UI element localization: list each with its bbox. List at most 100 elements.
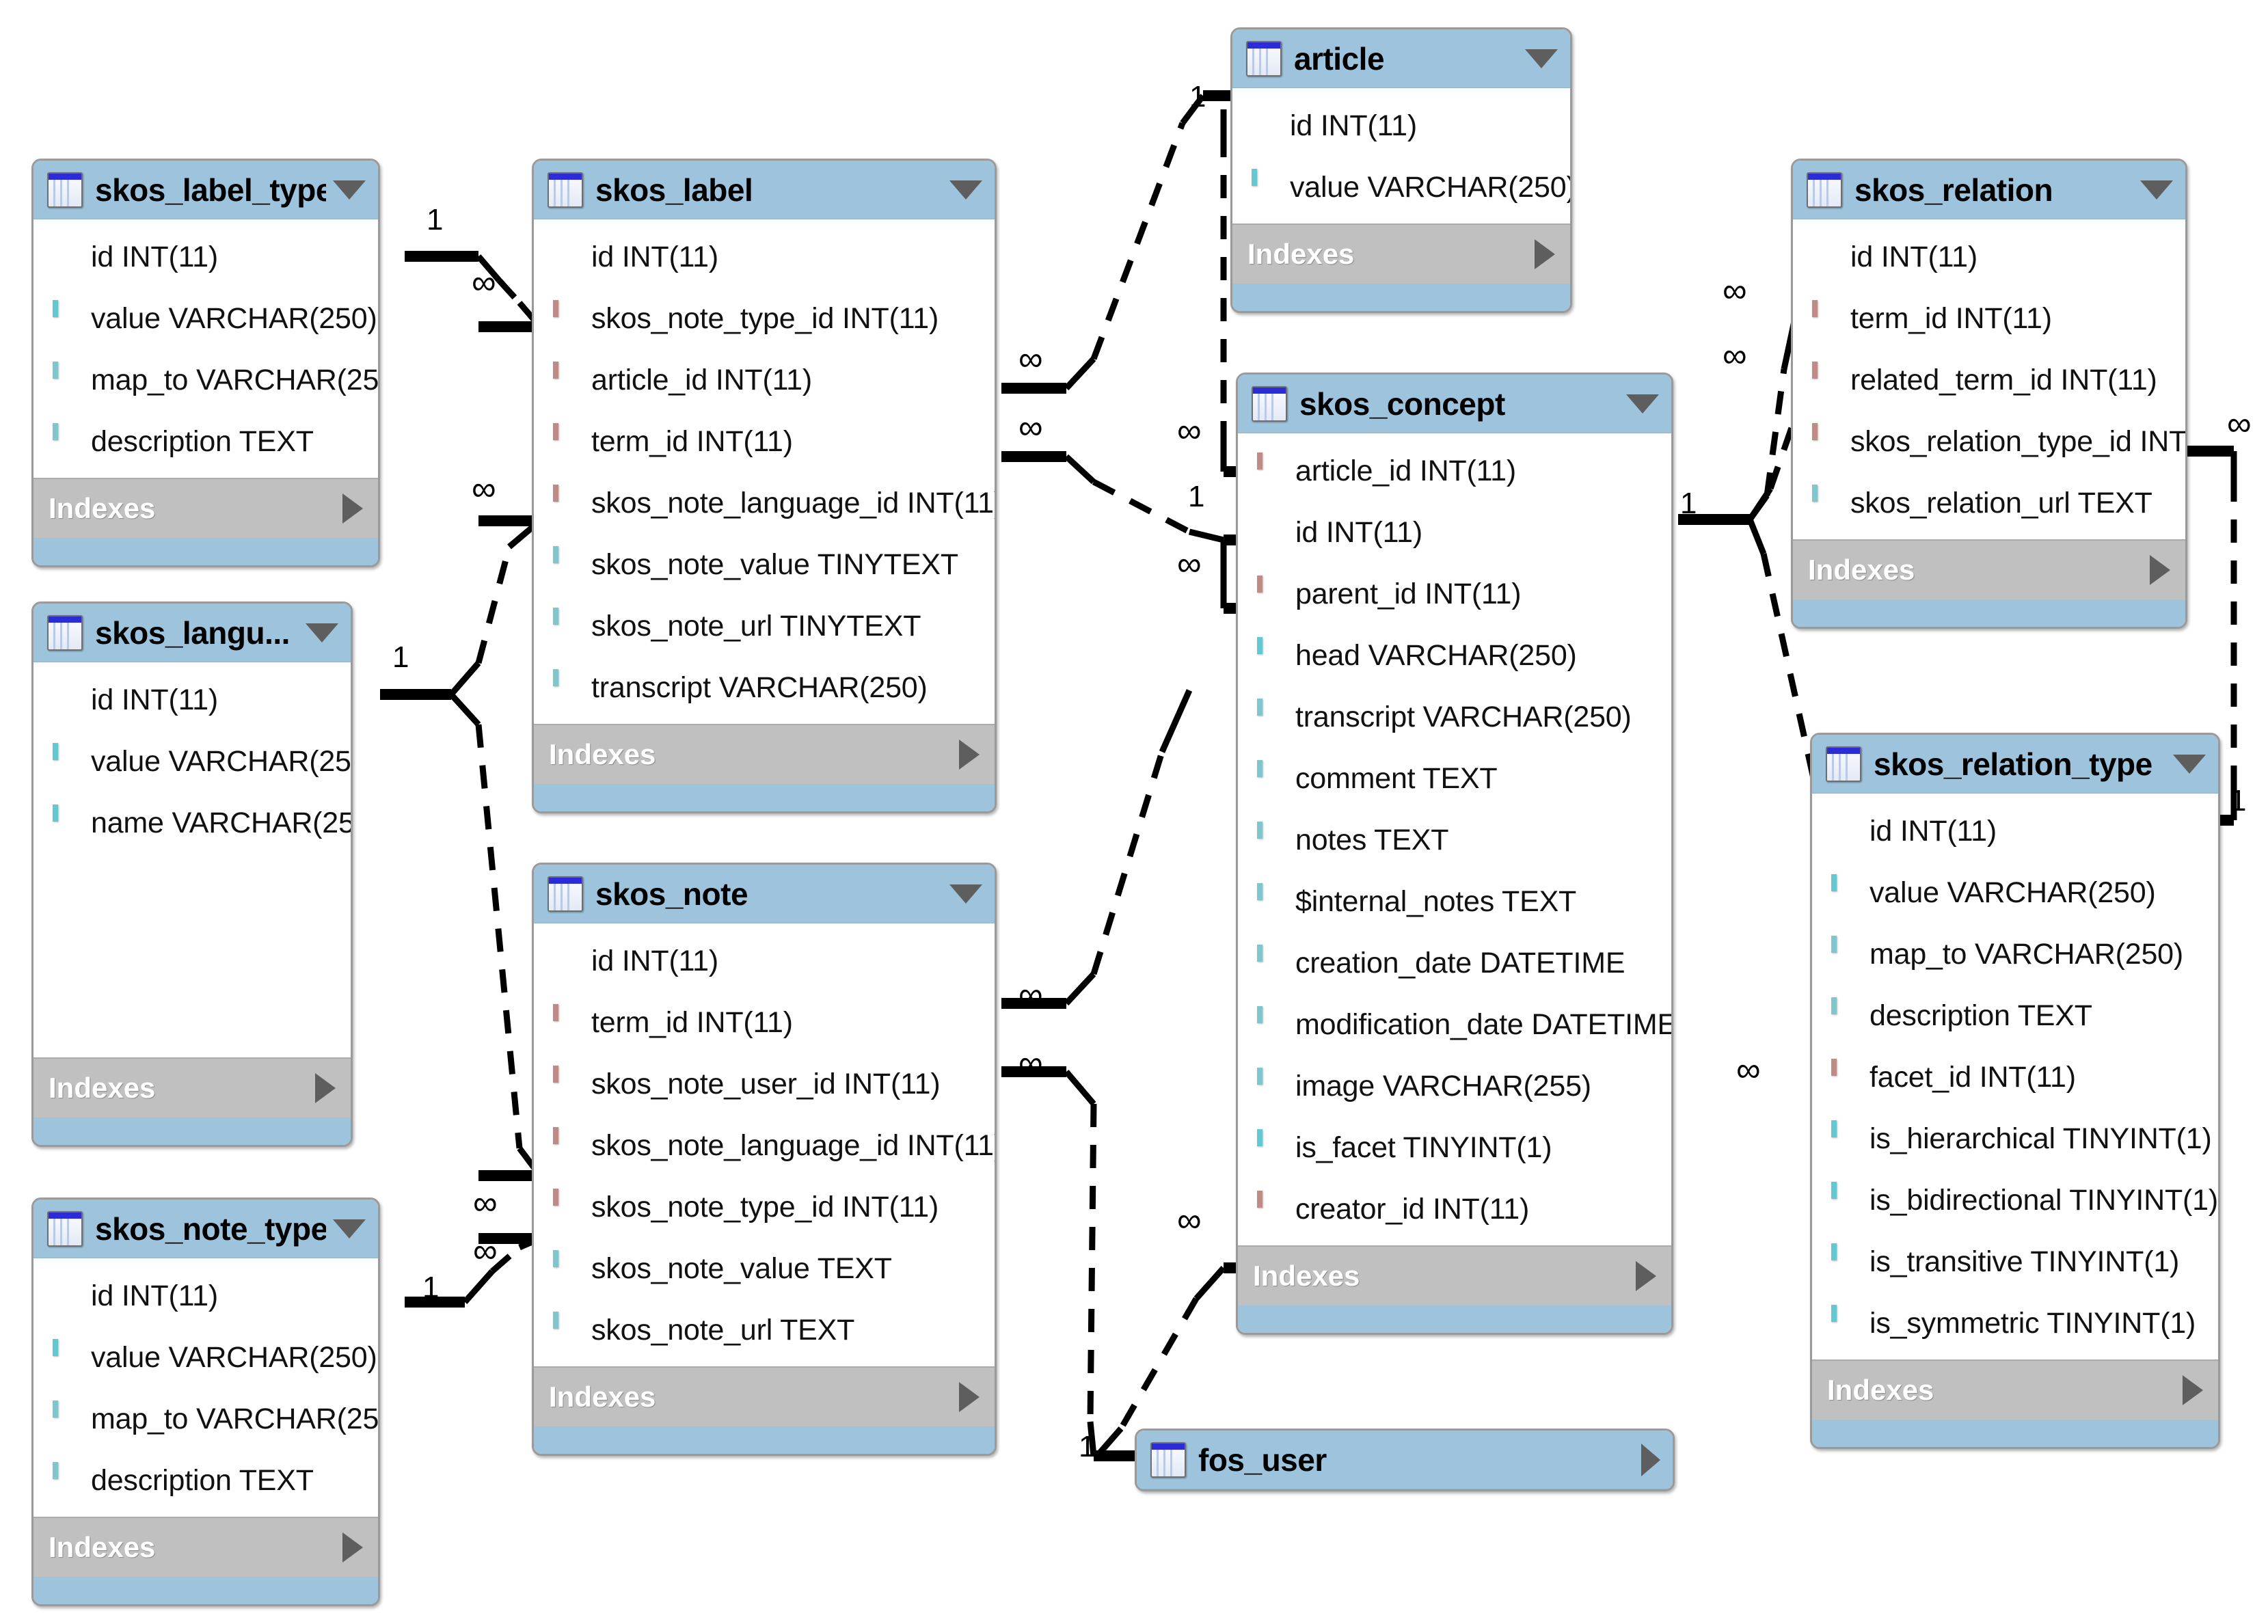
chevron-down-icon[interactable] [949,884,982,904]
indexes-chevron-icon[interactable] [2150,555,2170,585]
field-label: modification_date DATETIME [1295,1007,1673,1041]
open-diamond-icon [550,608,582,642]
field-row: skos_note_type_id INT(11) [534,288,995,349]
table-icon [47,614,83,651]
cardinality-label: ∞ [1018,1044,1043,1082]
table-skos_language[interactable]: skos_langu... id INT(11) value VARCHAR(2… [31,601,353,1147]
table-header[interactable]: article [1232,29,1570,88]
filled-diamond-icon [50,743,81,777]
foreign-key-diamond-icon [1254,1191,1286,1225]
table-footer [33,538,378,565]
field-row: facet_id INT(11) [1812,1046,2218,1108]
table-skos_label_type[interactable]: skos_label_type id INT(11) value VARCHAR… [31,159,380,567]
field-row: term_id INT(11) [534,992,995,1053]
table-skos_note_type[interactable]: skos_note_type id INT(11) value VARCHAR(… [31,1197,380,1606]
table-skos_label[interactable]: skos_label id INT(11) skos_note_type_id … [532,159,997,813]
key-icon [1828,815,1860,847]
indexes-bar[interactable]: Indexes [1232,224,1570,284]
indexes-bar[interactable]: Indexes [33,1057,351,1118]
chevron-down-icon[interactable] [1525,49,1558,68]
field-row: parent_id INT(11) [1238,563,1671,625]
filled-diamond-icon [50,804,81,839]
indexes-chevron-icon[interactable] [342,493,363,524]
cardinality-label: 1 [1189,80,1206,113]
indexes-chevron-icon[interactable] [959,740,980,770]
chevron-right-icon[interactable] [1641,1443,1660,1476]
filled-diamond-icon [1828,1243,1860,1277]
table-fields: id INT(11) value VARCHAR(250) name VARCH… [33,662,351,1057]
field-row: article_id INT(11) [1238,440,1671,502]
indexes-bar[interactable]: Indexes [534,724,995,784]
open-diamond-icon [50,1462,81,1496]
table-footer [534,784,995,811]
table-header[interactable]: skos_label [534,161,995,219]
table-footer [1238,1305,1671,1333]
field-row: term_id INT(11) [1793,288,2185,349]
field-row: name VARCHAR(250) [33,792,351,854]
indexes-chevron-icon[interactable] [2183,1375,2203,1405]
field-row: id INT(11) [1812,800,2218,862]
indexes-label: Indexes [1253,1260,1360,1292]
table-header[interactable]: skos_concept [1238,375,1671,433]
table-header[interactable]: skos_relation_type [1812,735,2218,794]
field-row: $internal_notes TEXT [1238,871,1671,932]
indexes-chevron-icon[interactable] [1636,1261,1656,1291]
table-icon [1246,40,1282,77]
table-article[interactable]: article id INT(11) value VARCHAR(250) In… [1230,27,1572,313]
field-label: skos_relation_type_id INT(11) [1850,424,2187,458]
field-label: id INT(11) [1295,515,1422,549]
table-skos_note[interactable]: skos_note id INT(11) term_id INT(11) sko… [532,863,997,1456]
indexes-bar[interactable]: Indexes [1793,539,2185,599]
field-label: id INT(11) [1290,109,1417,142]
field-label: skos_note_language_id INT(11) [591,1128,997,1162]
table-header[interactable]: skos_note_type [33,1200,378,1258]
table-header[interactable]: skos_note [534,865,995,923]
cardinality-label: ∞ [1736,1051,1761,1089]
indexes-chevron-icon[interactable] [342,1532,363,1562]
table-footer [33,1118,351,1145]
indexes-bar[interactable]: Indexes [33,1517,378,1577]
chevron-down-icon[interactable] [949,180,982,200]
chevron-down-icon[interactable] [333,180,366,200]
indexes-bar[interactable]: Indexes [534,1366,995,1426]
field-label: value VARCHAR(250) [91,744,353,778]
indexes-bar[interactable]: Indexes [33,478,378,538]
foreign-key-diamond-icon [550,485,582,519]
indexes-chevron-icon[interactable] [1535,239,1555,269]
table-fos_user[interactable]: fos_user [1135,1429,1675,1491]
chevron-down-icon[interactable] [2173,754,2206,774]
foreign-key-diamond-icon [1254,576,1286,610]
chevron-down-icon[interactable] [306,623,338,642]
chevron-down-icon[interactable] [333,1219,366,1239]
open-diamond-icon [1254,760,1286,794]
table-footer [1793,599,2185,627]
field-row: id INT(11) [1793,226,2185,288]
field-row: is_hierarchical TINYINT(1) [1812,1108,2218,1169]
cardinality-label: ∞ [1018,408,1043,446]
indexes-bar[interactable]: Indexes [1812,1359,2218,1420]
open-diamond-icon [1254,1068,1286,1102]
field-row: skos_note_user_id INT(11) [534,1053,995,1115]
table-skos_concept[interactable]: skos_concept article_id INT(11) id INT(1… [1236,373,1673,1335]
indexes-chevron-icon[interactable] [959,1382,980,1412]
cardinality-label: ∞ [473,1232,498,1270]
table-header[interactable]: skos_relation [1793,161,2185,219]
table-header[interactable]: fos_user [1137,1431,1673,1489]
field-label: creation_date DATETIME [1295,946,1625,979]
table-header[interactable]: skos_langu... [33,604,351,662]
filled-diamond-icon [1828,1305,1860,1339]
table-skos_relation[interactable]: skos_relation id INT(11) term_id INT(11)… [1791,159,2187,629]
table-header[interactable]: skos_label_type [33,161,378,219]
field-label: id INT(11) [91,683,218,716]
cardinality-label: ∞ [472,263,496,301]
field-row: skos_note_value TINYTEXT [534,534,995,595]
field-row: value VARCHAR(250) [1812,862,2218,923]
foreign-key-diamond-icon [1828,1059,1860,1093]
table-title: skos_note [595,876,748,912]
table-skos_relation_type[interactable]: skos_relation_type id INT(11) value VARC… [1810,733,2220,1449]
indexes-bar[interactable]: Indexes [1238,1245,1671,1305]
chevron-down-icon[interactable] [1626,394,1659,414]
filled-diamond-icon [1254,637,1286,671]
indexes-chevron-icon[interactable] [315,1073,336,1103]
chevron-down-icon[interactable] [2140,180,2173,200]
